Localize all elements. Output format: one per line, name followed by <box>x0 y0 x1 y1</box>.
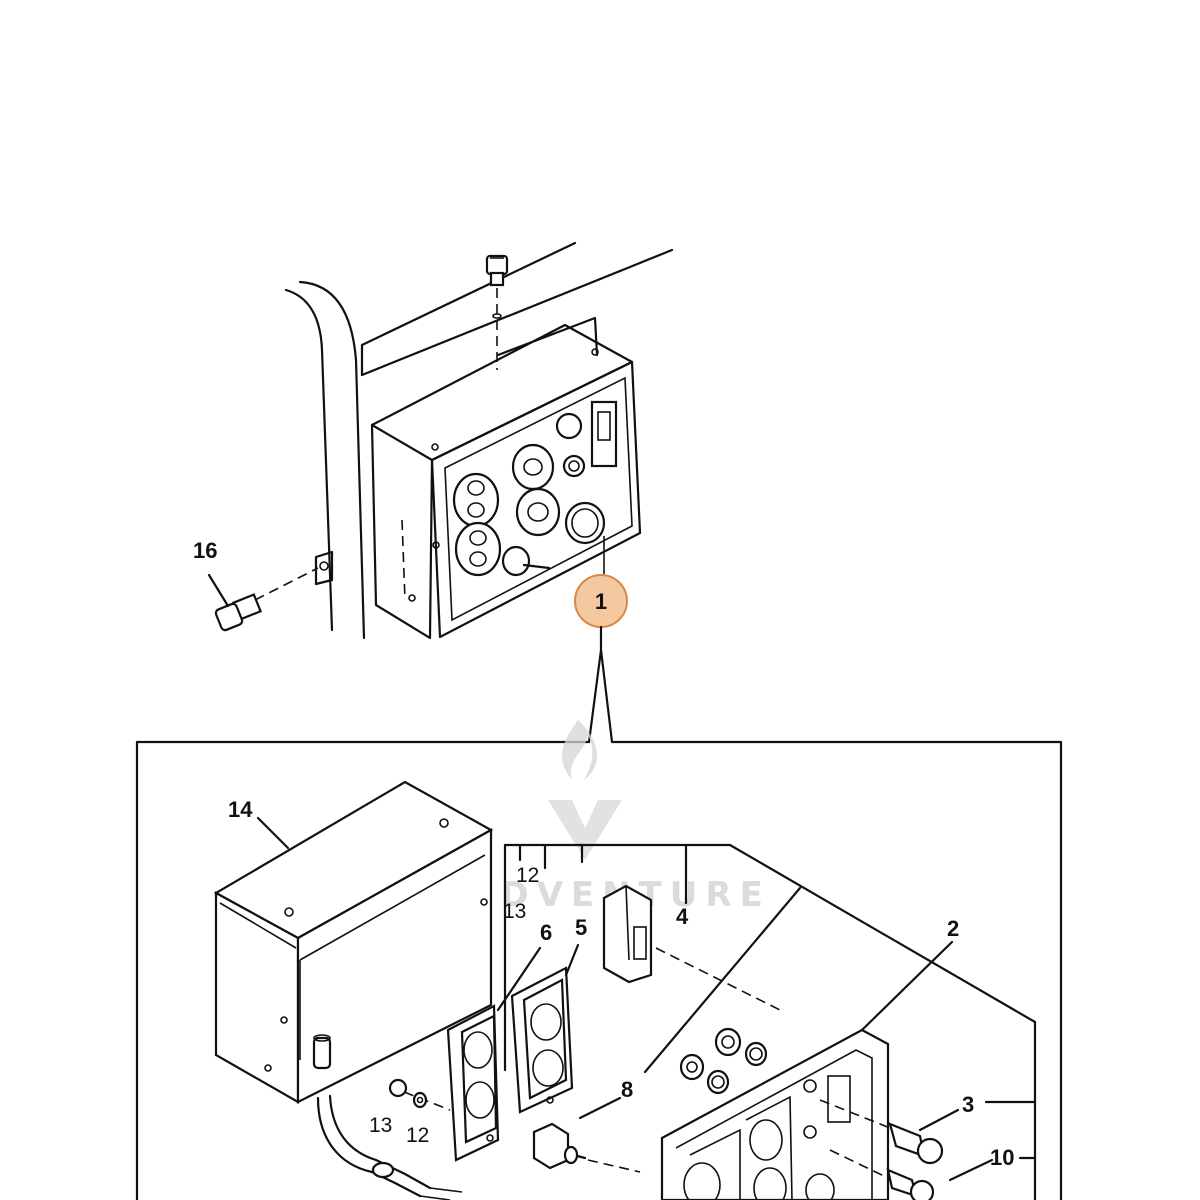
callout-6: 6 <box>540 920 552 945</box>
receptacle-upper-center <box>511 443 555 491</box>
callout-1: 1 <box>595 589 607 614</box>
generator-frame <box>284 241 674 640</box>
callout-12-top: 12 <box>516 864 539 887</box>
item-16-bolt <box>207 550 334 632</box>
callout-2: 2 <box>947 916 959 941</box>
callout-4: 4 <box>676 904 689 929</box>
item-13-12-hardware <box>388 1078 451 1111</box>
detail-frame <box>135 740 1063 1200</box>
duplex-receptacle-upper-left <box>452 472 500 528</box>
receptacle-mid-center <box>515 487 561 537</box>
top-bolt <box>485 254 509 370</box>
callout-16: 16 <box>193 538 217 563</box>
callout-14: 14 <box>228 797 253 822</box>
item-6-receptacle <box>446 946 542 1162</box>
pilot-light-assembled <box>555 412 583 440</box>
rocker-switch-assembled <box>590 400 618 468</box>
duplex-receptacle-lower-left <box>454 521 502 577</box>
fuse-holder-assembled <box>562 454 586 478</box>
control-box-assembled <box>370 316 642 640</box>
callout-8: 8 <box>621 1077 633 1102</box>
circuit-breaker-assembled <box>564 501 606 545</box>
item-14-box-housing <box>213 780 494 1200</box>
callout-leader-tree <box>503 843 1037 1200</box>
item-2-face-plate <box>660 940 954 1200</box>
panel-nuts <box>679 1027 768 1095</box>
callout-12-bottom: 12 <box>406 1124 429 1147</box>
item-3-fuse-holder <box>819 1099 960 1200</box>
callout-10: 10 <box>990 1145 1014 1170</box>
item-8-toggle-switch <box>532 886 802 1173</box>
item-4-rocker-switch <box>602 884 781 1011</box>
toggle-switch-assembled <box>501 545 551 577</box>
item-5-receptacle <box>510 943 580 1114</box>
callout-13-top: 13 <box>503 900 526 923</box>
callout-1-badge[interactable]: 1 <box>574 574 628 628</box>
callout-3: 3 <box>962 1092 974 1117</box>
callout-13-bottom: 13 <box>369 1114 392 1137</box>
callout-5: 5 <box>575 915 587 940</box>
